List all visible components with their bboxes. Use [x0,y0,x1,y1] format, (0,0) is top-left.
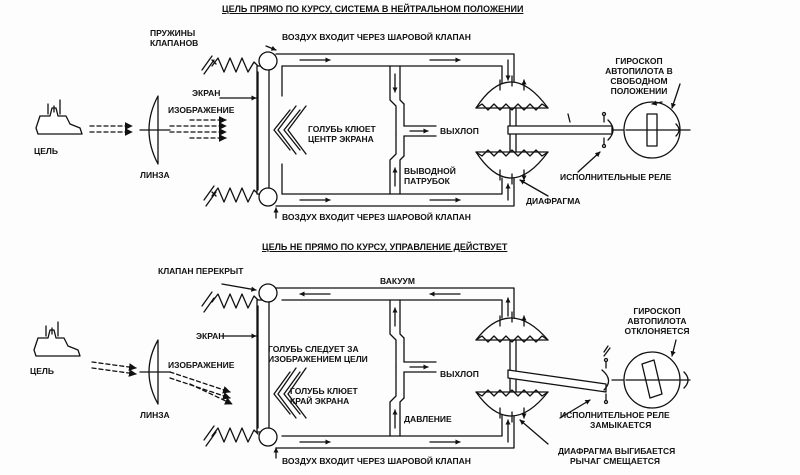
bottom-leader-lines [221,283,677,459]
top-light-path [89,116,227,142]
bottom-target-label: ЦЕЛЬ [30,366,54,376]
bottom-image-label: ИЗОБРАЖЕНИЕ [168,360,235,370]
bottom-relay-label-1: ИСПОЛНИТЕЛЬНОЕ РЕЛЕ [560,410,670,420]
bottom-diaphragm-domes [475,312,549,422]
top-title: ЦЕЛЬ ПРЯМО ПО КУРСУ, СИСТЕМА В НЕЙТРАЛЬН… [222,4,524,14]
top-pigeon-label-2: ЦЕНТР ЭКРАНА [308,134,374,144]
top-schematic [35,45,691,219]
bottom-exhaust-label: ВЫХЛОП [440,369,479,379]
top-screen [256,51,278,207]
top-gyro-label-2: АВТОПИЛОТА В [605,66,673,76]
bottom-lever [507,339,627,405]
top-gyro-label-3: СВОБОДНОМ [610,76,668,86]
bottom-pigeon-follows-label-2: ИЗОБРАЖЕНИЕМ ЦЕЛИ [268,354,368,364]
bottom-valve-closed-label: КЛАПАН ПЕРЕКРЫТ [158,266,244,276]
bottom-pigeon-pecks-label-2: КРАЙ ЭКРАНА [290,396,350,406]
bottom-pressure-label: ДАВЛЕНИЕ [404,414,452,424]
top-gyro-label-4: ПОЛОЖЕНИИ [610,86,668,96]
bottom-gyro-label-2: АВТОПИЛОТА [627,316,687,326]
bottom-pigeon-follows-label-1: ГОЛУБЬ СЛЕДУЕТ ЗА [268,344,359,354]
top-gyro-label-1: ГИРОСКОП [615,56,663,66]
bottom-pigeon-pecks-label-1: ГОЛУБЬ КЛЮЕТ [290,386,358,396]
top-diaphragm-domes [475,76,549,184]
top-image-label: ИЗОБРАЖЕНИЕ [168,105,235,115]
bottom-ducts [275,287,515,449]
bottom-screen [256,283,278,447]
bottom-schematic [33,283,691,459]
bottom-title: ЦЕЛЬ НЕ ПРЯМО ПО КУРСУ, УПРАВЛЕНИЕ ДЕЙСТ… [262,242,508,252]
bottom-flow-arrows [299,291,511,445]
top-outlet-label-2: ПАТРУБОК [404,176,450,186]
bottom-gyro-label-3: ОТКЛОНЯЕТСЯ [624,326,690,336]
top-lens-label: ЛИНЗА [140,170,170,180]
top-exhaust-label: ВЫХЛОП [440,126,479,136]
top-target-label: ЦЕЛЬ [34,146,58,156]
top-screen-label: ЭКРАН [192,88,221,98]
bottom-relay-label-2: ЗАМЫКАЕТСЯ [590,420,652,430]
top-springs-label-1: ПРУЖИНЫ [150,28,196,38]
top-gyro [623,101,691,159]
top-air-in-bottom-label: ВОЗДУХ ВХОДИТ ЧЕРЕЗ ШАРОВОЙ КЛАПАН [282,212,471,222]
bottom-pigeon-chevrons [273,367,307,419]
top-outlet-label-1: ВЫВОДНОЙ [404,166,456,176]
bottom-light-path [91,361,233,405]
top-target-icon [35,99,83,135]
bottom-gyro-label-1: ГИРОСКОП [633,306,681,316]
top-diaphragm-label: ДИАФРАГМА [526,196,581,206]
top-pigeon-chevrons [273,105,307,155]
bottom-diaphragm-label-2: РЫЧАГ СМЕЩАЕТСЯ [570,456,660,466]
bottom-lens-label: ЛИНЗА [140,410,170,420]
bottom-target-icon [33,321,81,357]
bottom-vacuum-label: ВАКУУМ [380,276,415,286]
top-leader-lines [219,45,681,219]
bottom-screen-label: ЭКРАН [196,331,225,341]
top-air-in-label: ВОЗДУХ ВХОДИТ ЧЕРЕЗ ШАРОВОЙ КЛАПАН [282,32,471,42]
top-ducts [275,53,515,207]
bottom-valve-springs [201,291,259,447]
top-relay-label: ИСПОЛНИТЕЛЬНЫЕ РЕЛЕ [560,172,672,182]
top-pigeon-label-1: ГОЛУБЬ КЛЮЕТ [308,124,376,134]
top-lever [507,107,627,153]
bottom-air-in-label: ВОЗДУХ ВХОДИТ ЧЕРЕЗ ШАРОВОЙ КЛАПАН [282,456,471,466]
top-springs-label-2: КЛАПАНОВ [150,38,199,48]
bottom-gyro [623,351,691,409]
top-valve-springs [201,55,259,207]
bottom-diaphragm-label-1: ДИАФРАГМА ВЫГИБАЕТСЯ [558,446,676,456]
top-flow-arrows [299,57,511,203]
